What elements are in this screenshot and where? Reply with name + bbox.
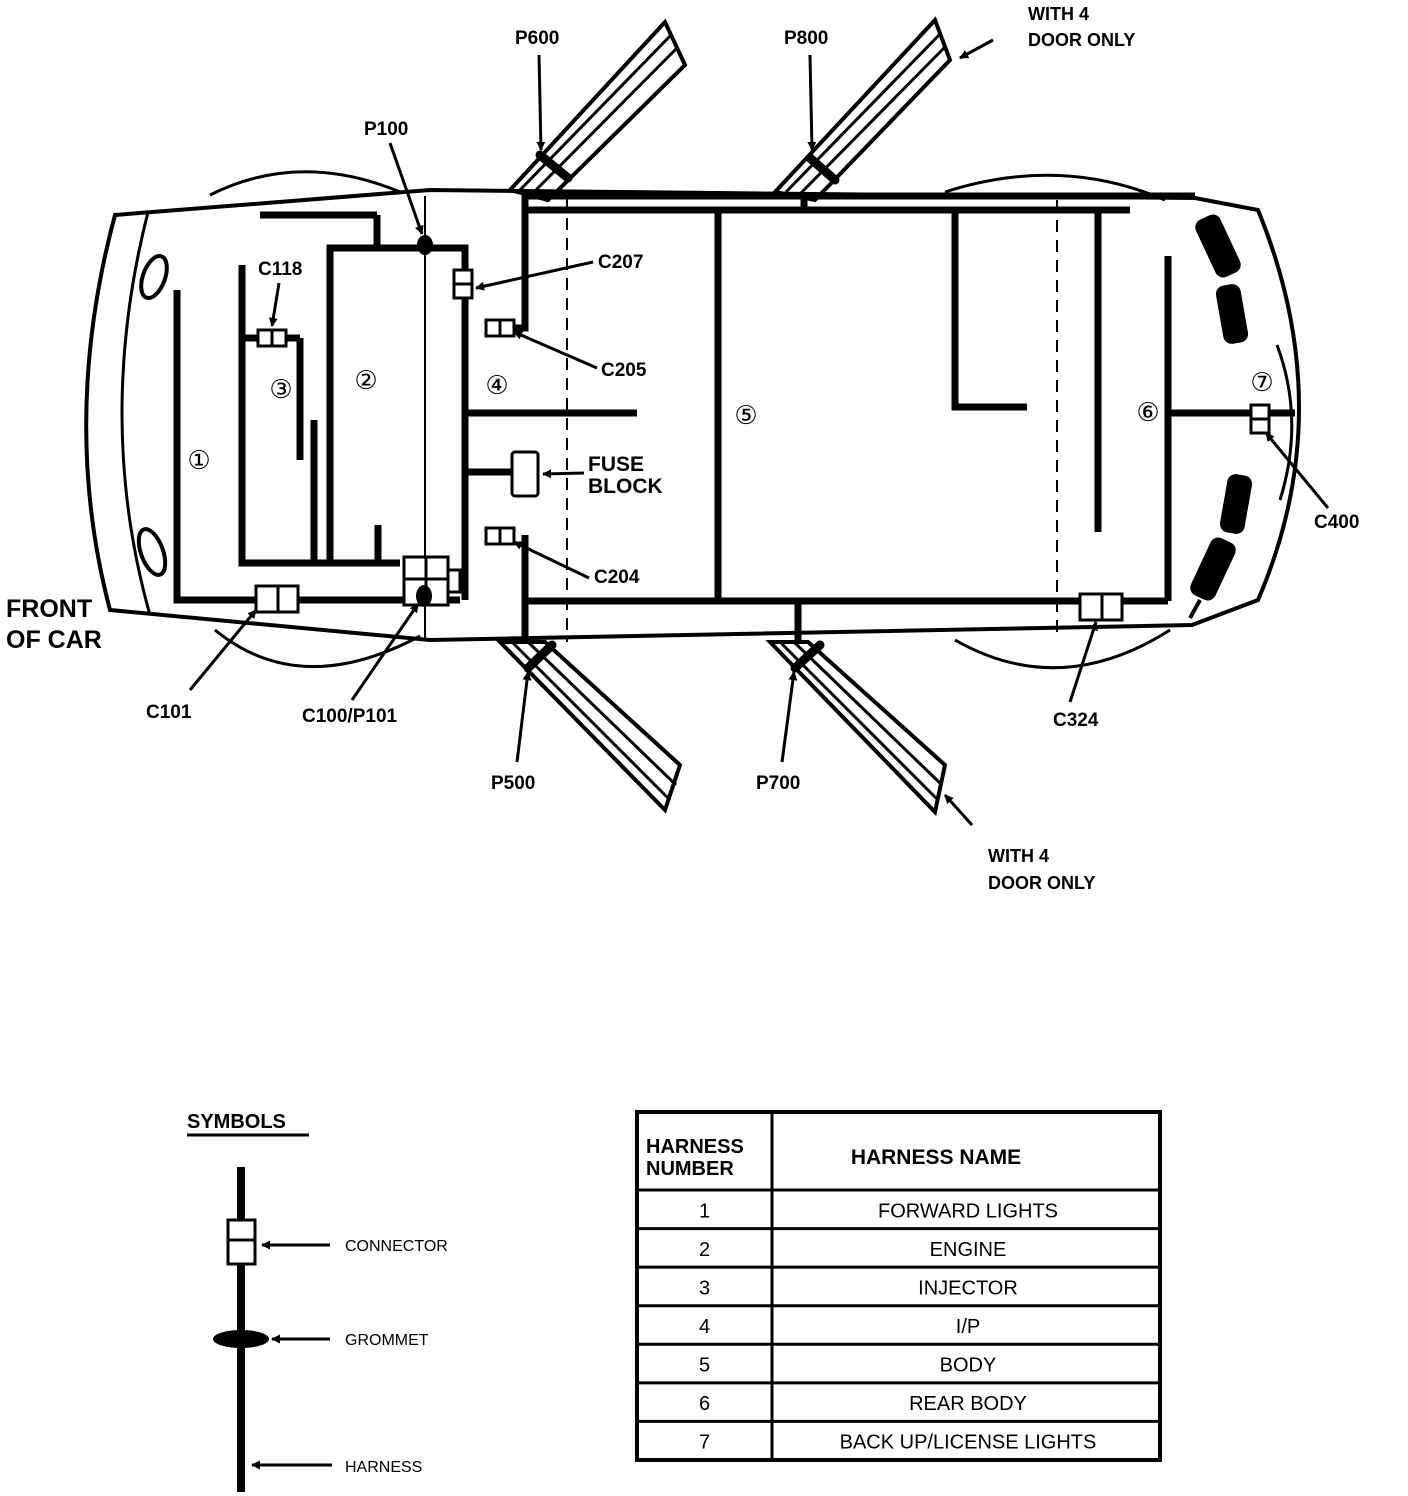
- leader-arrows: [188, 38, 1330, 827]
- symbols-legend: SYMBOLS CONNECTOR GROMMET HARNESS: [187, 1111, 448, 1492]
- legend-grommet-label: GROMMET: [345, 1332, 429, 1349]
- harness-marker-5: ⑤: [734, 401, 757, 431]
- grommet-p100: [417, 235, 433, 255]
- table-row: 1 FORWARD LIGHTS: [699, 1200, 1058, 1222]
- label-c204: C204: [594, 567, 640, 588]
- connector-c205: [484, 318, 516, 338]
- table-cell-name: I/P: [956, 1316, 980, 1338]
- harness-marker-6: ⑥: [1136, 398, 1159, 428]
- table-cell-name: BACK UP/LICENSE LIGHTS: [840, 1432, 1097, 1454]
- connector-c204: [484, 526, 516, 546]
- door-grommets: [523, 150, 840, 673]
- table-header-number-2: NUMBER: [646, 1158, 734, 1180]
- label-c324: C324: [1053, 710, 1099, 731]
- table-cell-number: 3: [699, 1277, 710, 1299]
- harness-marker-2: ②: [354, 366, 377, 396]
- connector-c101: [254, 584, 300, 614]
- table-cell-number: 5: [699, 1355, 710, 1377]
- table-cell-name: REAR BODY: [909, 1393, 1027, 1415]
- label-p100: P100: [364, 119, 408, 140]
- legend-harness-label: HARNESS: [345, 1459, 422, 1476]
- table-row: 7 BACK UP/LICENSE LIGHTS: [699, 1432, 1096, 1454]
- harness-marker-1: ①: [187, 446, 210, 476]
- table-cell-name: ENGINE: [930, 1239, 1007, 1261]
- connector-c207: [452, 268, 474, 300]
- harness-markers: ① ② ③ ④ ⑤ ⑥ ⑦: [187, 366, 1273, 476]
- label-c118: C118: [258, 259, 302, 280]
- connectors: [254, 268, 1271, 622]
- label-fuse-1: FUSE: [588, 453, 644, 476]
- harness-marker-7: ⑦: [1250, 368, 1273, 398]
- harness-wires: [173, 192, 1295, 642]
- label-p700: P700: [756, 773, 800, 794]
- legend-grommet-symbol: [213, 1330, 269, 1348]
- label-p800: P800: [784, 28, 828, 49]
- harness-marker-4: ④: [485, 371, 508, 401]
- table-row: 2 ENGINE: [699, 1239, 1006, 1261]
- label-c400: C400: [1314, 512, 1359, 533]
- table-row: 6 REAR BODY: [699, 1393, 1027, 1415]
- connector-c118: [256, 328, 288, 348]
- table-cell-name: INJECTOR: [918, 1277, 1018, 1299]
- table-row: 4 I/P: [699, 1316, 980, 1338]
- table-header-name: HARNESS NAME: [851, 1146, 1021, 1169]
- label-front-1: FRONT: [6, 595, 92, 623]
- table-cell-number: 1: [699, 1200, 710, 1222]
- table-row: 5 BODY: [699, 1355, 996, 1377]
- table-header-number-1: HARNESS: [646, 1136, 744, 1158]
- table-cell-name: BODY: [940, 1355, 997, 1377]
- label-c100-p101: C100/P101: [302, 706, 398, 727]
- table-row: 3 INJECTOR: [699, 1277, 1018, 1299]
- table-cell-number: 4: [699, 1316, 710, 1338]
- legend-connector-symbol: [226, 1218, 257, 1266]
- connector-c324: [1078, 592, 1124, 622]
- fuse-block: [510, 450, 540, 498]
- label-with4-top-2: DOOR ONLY: [1028, 30, 1135, 50]
- label-c101: C101: [146, 702, 192, 723]
- label-c207: C207: [598, 252, 643, 273]
- label-p600: P600: [515, 28, 559, 49]
- label-front-2: OF CAR: [6, 626, 102, 654]
- label-with4-bot-1: WITH 4: [988, 846, 1049, 866]
- grommet-p101: [416, 585, 432, 607]
- table-cell-number: 7: [699, 1432, 710, 1454]
- car-body: [84, 170, 1301, 670]
- symbols-title: SYMBOLS: [187, 1111, 286, 1133]
- table-cell-number: 6: [699, 1393, 710, 1415]
- table-cell-name: FORWARD LIGHTS: [878, 1200, 1058, 1222]
- label-p500: P500: [491, 773, 535, 794]
- grommets: [416, 235, 433, 607]
- label-with4-top-1: WITH 4: [1028, 4, 1089, 24]
- label-c205: C205: [601, 360, 647, 381]
- harness-marker-3: ③: [269, 375, 292, 405]
- label-fuse-2: BLOCK: [588, 475, 663, 498]
- table-cell-number: 2: [699, 1239, 710, 1261]
- legend-connector-label: CONNECTOR: [345, 1238, 448, 1255]
- rear-bumper: [1188, 214, 1253, 619]
- diagram-labels: P600 P800 WITH 4 DOOR ONLY P100 C118 C20…: [6, 4, 1359, 893]
- harness-table: HARNESS NUMBER HARNESS NAME 1 FORWARD LIG…: [635, 1110, 1162, 1462]
- connector-c400: [1249, 403, 1271, 435]
- label-with4-bot-2: DOOR ONLY: [988, 873, 1095, 893]
